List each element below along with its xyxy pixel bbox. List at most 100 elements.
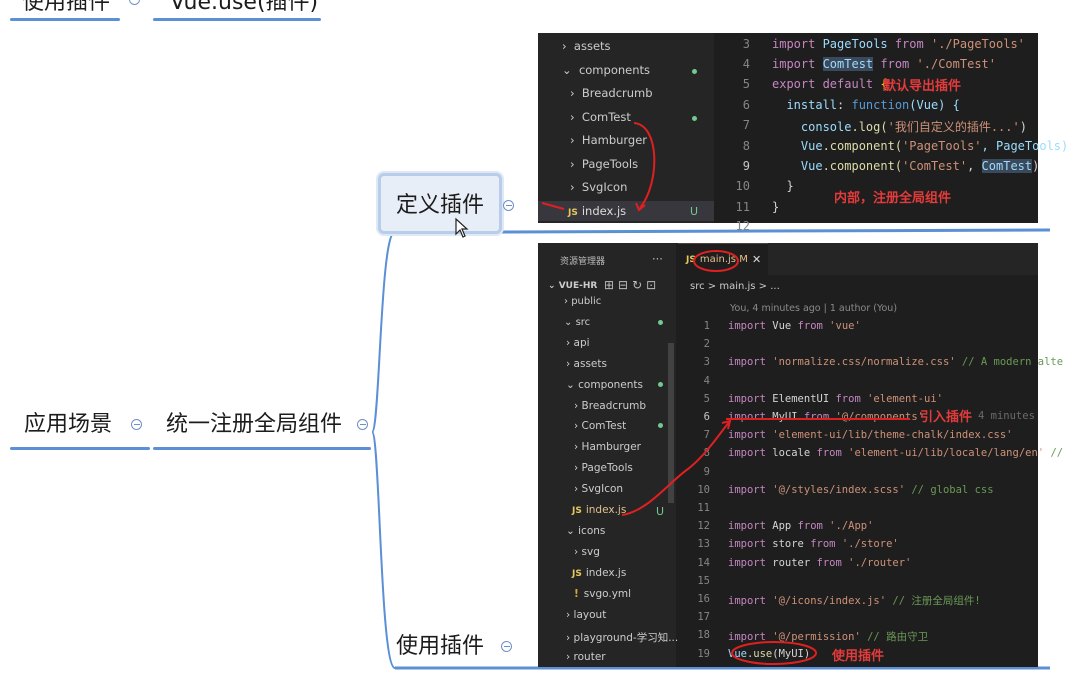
line-number: 10	[697, 483, 710, 496]
explorer-more-button[interactable]: ···	[652, 252, 663, 266]
node-root[interactable]: 应用场景	[24, 412, 113, 437]
tree-item-svgicon[interactable]: › SvgIcon	[574, 483, 624, 495]
untracked-flag: U	[656, 505, 665, 518]
tree-item-svgo-yml[interactable]: !svgo.yml	[574, 588, 632, 600]
tree-item-pagetools[interactable]: › PageTools	[574, 462, 633, 474]
line-number: 2	[703, 338, 710, 351]
line-number: 3	[703, 356, 710, 369]
explorer-toolbar[interactable]: ⊞⊟↻⊡	[604, 278, 661, 292]
line-number: 4	[703, 374, 710, 387]
tree-item-public[interactable]: › public	[564, 296, 602, 307]
line-number: 16	[697, 593, 710, 605]
tree-item-pagetools[interactable]: › PageTools	[570, 157, 639, 171]
line-number: 13	[697, 538, 710, 551]
code-line-16[interactable]: import '@/icons/index.js' // 注册全局组件!	[728, 595, 981, 607]
code-line-5[interactable]: import ElementUI from 'element-ui'	[728, 392, 943, 405]
node-register-global[interactable]: 统一注册全局组件	[166, 412, 343, 437]
breadcrumb[interactable]: src > main.js > ...	[690, 281, 780, 292]
tree-item-assets[interactable]: › assets	[562, 39, 611, 53]
code-line-10[interactable]: import '@/styles/index.scss' // global c…	[728, 483, 994, 496]
tree-item-indexjs-selected[interactable]	[538, 201, 714, 221]
tree-item-assets[interactable]: › assets	[566, 358, 607, 370]
collapse-icon[interactable]	[131, 419, 142, 430]
tree-item-router[interactable]: › router	[566, 651, 606, 663]
code-line-8[interactable]: Vue.component('PageTools', PageTools)	[772, 139, 1069, 153]
editor-plugin-definition: › assets ⌄ components › Breadcrumb › Com…	[538, 33, 1068, 233]
code-line-12[interactable]: import App from './App'	[728, 520, 874, 533]
tree-item-api[interactable]: › api	[566, 337, 590, 349]
inline-blame: 4 minutes	[978, 410, 1035, 422]
code-line-1[interactable]: import Vue from 'vue'	[728, 320, 861, 332]
code-line-4[interactable]: import ComTest from './ComTest'	[772, 57, 996, 71]
node-use-plugin-top[interactable]: 使用插件	[22, 0, 111, 15]
tab-close-icon[interactable]: ✕	[752, 253, 762, 266]
code-line-13[interactable]: import store from './store'	[728, 538, 899, 551]
editor-main-js: 资源管理器 ··· ⌄ VUE-HR ⊞⊟↻⊡ › public ⌄ src ›…	[538, 243, 1063, 667]
line-number: 18	[697, 629, 710, 642]
tree-item-components[interactable]: ⌄ components	[562, 63, 651, 77]
line-number: 5	[703, 392, 710, 405]
underline	[10, 18, 120, 21]
line-number: 14	[697, 556, 710, 569]
line-number: 15	[697, 574, 710, 587]
code-line-9[interactable]: Vue.component('ComTest', ComTest)	[772, 159, 1040, 173]
code-line-3[interactable]: import PageTools from './PageTools'	[772, 37, 1025, 51]
project-root[interactable]: ⌄ VUE-HR	[548, 281, 598, 291]
code-line-5[interactable]: export default {	[772, 77, 888, 91]
code-line-8[interactable]: import locale from 'element-ui/lib/local…	[728, 447, 1064, 460]
tree-item-icons[interactable]: ⌄ icons	[566, 525, 606, 537]
code-line-10[interactable]: }	[772, 179, 794, 193]
explorer-title: 资源管理器	[560, 257, 606, 267]
underline	[153, 447, 371, 450]
tree-item-breadcrumb[interactable]: › Breadcrumb	[574, 400, 647, 412]
underline	[10, 447, 150, 450]
explorer-scrollbar[interactable]	[668, 343, 674, 503]
js-file-icon: JS	[572, 506, 582, 516]
code-line-11[interactable]: }	[772, 200, 780, 214]
tree-item-svg[interactable]: › svg	[574, 546, 600, 558]
collapse-icon[interactable]	[357, 419, 368, 430]
file-explorer: › assets ⌄ components › Breadcrumb › Com…	[538, 33, 714, 223]
modified-dot	[658, 320, 663, 325]
collapse-icon[interactable]	[503, 200, 514, 211]
tree-item-breadcrumb[interactable]: › Breadcrumb	[570, 86, 653, 100]
line-number: 9	[703, 465, 710, 478]
tab-bar	[768, 243, 1038, 275]
code-line-14[interactable]: import router from './router'	[728, 556, 912, 569]
line-number: 6	[703, 411, 710, 423]
tree-item-comtest[interactable]: › ComTest	[570, 110, 631, 124]
tree-item-components[interactable]: ⌄ components	[566, 379, 644, 391]
tree-item-svgicon[interactable]: › SvgIcon	[570, 180, 628, 194]
node-vue-use[interactable]: Vue.use(插件)	[170, 0, 319, 15]
line-number: 1	[703, 320, 710, 332]
code-line-6[interactable]: install: function(Vue) {	[772, 98, 960, 112]
tree-item-layout[interactable]: › layout	[566, 609, 607, 621]
annotation-import-plugin: 引入插件	[920, 410, 973, 425]
collapse-icon[interactable]	[501, 641, 512, 652]
code-line-7[interactable]: import 'element-ui/lib/theme-chalk/index…	[728, 429, 1013, 442]
annotation-arrows	[541, 122, 656, 212]
tree-item-hamburger[interactable]: › Hamburger	[574, 441, 641, 453]
modified-dot	[658, 382, 663, 387]
code-line-18[interactable]: import '@/permission' // 路由守卫	[728, 631, 929, 644]
underline	[153, 18, 321, 21]
modified-dot	[692, 69, 697, 74]
line-number: 17	[697, 611, 710, 624]
line-number: 7	[703, 429, 710, 442]
node-define-plugin[interactable]: 定义插件	[396, 193, 485, 218]
code-line-3[interactable]: import 'normalize.css/normalize.css' // …	[728, 356, 1064, 369]
tree-item-hamburger[interactable]: › Hamburger	[570, 133, 648, 147]
tree-item-src[interactable]: ⌄ src	[564, 317, 591, 328]
tree-item-playground[interactable]: › playground-学习知...	[566, 632, 679, 644]
js-file-icon: JS	[568, 208, 578, 218]
annotation-use-plugin: 使用插件	[832, 649, 885, 664]
untracked-flag: U	[690, 205, 699, 218]
node-use-plugin[interactable]: 使用插件	[396, 634, 485, 659]
code-line-7[interactable]: console.log('我们自定义的插件...')	[772, 120, 1027, 134]
tree-item-comtest[interactable]: › ComTest	[574, 420, 627, 432]
